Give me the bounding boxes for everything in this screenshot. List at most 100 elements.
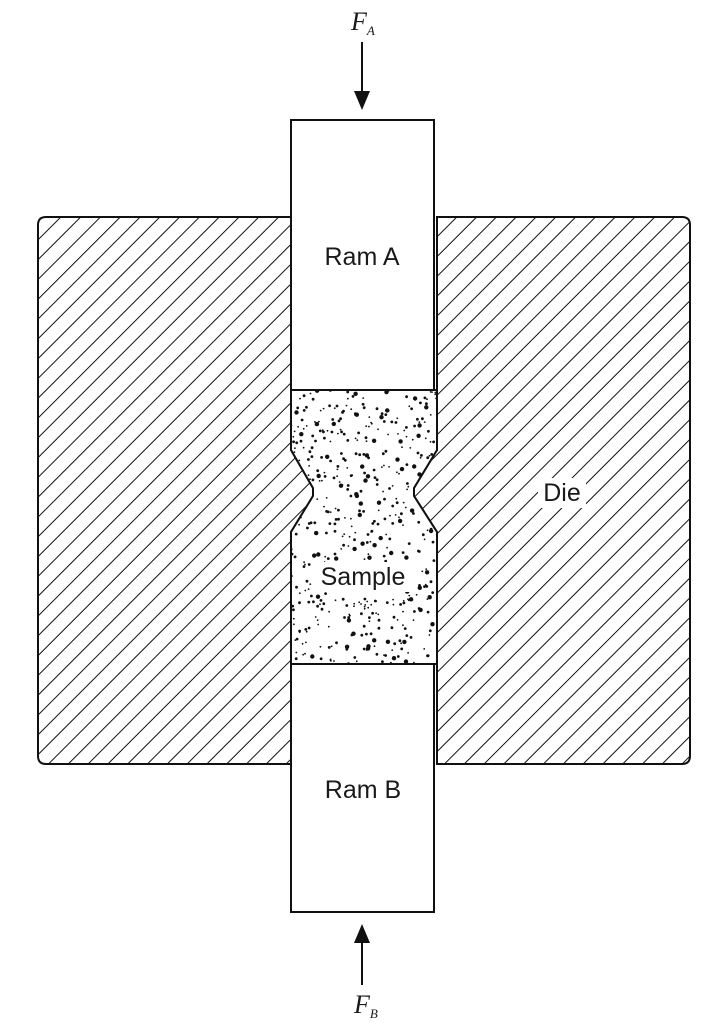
speckle <box>358 453 362 457</box>
die <box>37 216 691 765</box>
speckle <box>406 488 408 491</box>
force-a-arrow <box>354 42 370 110</box>
speckle <box>331 421 336 427</box>
speckle <box>426 456 430 460</box>
speckle <box>400 647 404 651</box>
speckle <box>431 540 435 544</box>
speckle <box>300 516 302 519</box>
speckle <box>328 610 330 613</box>
speckle <box>377 613 380 616</box>
speckle <box>338 483 344 488</box>
speckle <box>291 547 293 551</box>
speckle <box>403 659 409 664</box>
speckle <box>395 497 398 500</box>
speckle <box>358 509 361 513</box>
speckle <box>366 533 370 536</box>
speckle <box>363 605 366 608</box>
speckle <box>325 454 330 459</box>
speckle <box>408 597 414 602</box>
speckle <box>409 508 415 513</box>
speckle <box>307 588 310 590</box>
sample-label-backdrop <box>312 562 416 592</box>
speckle <box>305 579 309 583</box>
speckle <box>429 580 433 584</box>
speckle <box>402 600 405 602</box>
speckle <box>363 597 367 601</box>
speckle <box>319 599 323 602</box>
speckle <box>307 626 311 630</box>
speckle <box>372 638 377 643</box>
speckle <box>390 626 394 630</box>
ram-a-body <box>290 119 435 391</box>
speckle <box>315 594 321 599</box>
speckle <box>305 425 308 427</box>
speckle <box>347 616 351 619</box>
speckle <box>326 557 330 560</box>
speckle <box>381 452 385 456</box>
speckle <box>383 517 387 521</box>
speckle <box>375 407 379 411</box>
speckle <box>355 413 359 416</box>
speckle <box>391 522 395 525</box>
speckle <box>367 555 372 560</box>
speckle <box>329 459 332 463</box>
speckle <box>393 642 397 646</box>
speckle <box>321 479 323 482</box>
speckle <box>361 402 365 406</box>
speckle <box>427 429 430 433</box>
speckle <box>294 410 299 415</box>
speckle <box>419 456 422 459</box>
speckle <box>341 535 344 538</box>
speckle <box>303 561 305 564</box>
speckle <box>295 651 298 654</box>
speckle <box>424 570 430 575</box>
speckle <box>316 469 320 473</box>
speckle <box>360 464 365 469</box>
speckle <box>398 639 402 643</box>
speckle <box>305 405 308 409</box>
speckle <box>367 553 370 556</box>
speckle <box>305 641 307 644</box>
speckle <box>319 409 322 412</box>
speckle <box>415 593 418 596</box>
speckle <box>299 432 304 437</box>
speckle <box>295 585 298 589</box>
speckle <box>402 524 404 526</box>
speckle <box>390 420 394 424</box>
speckle <box>320 456 323 459</box>
speckle <box>423 585 426 588</box>
speckle <box>304 563 306 566</box>
speckle <box>304 628 308 631</box>
speckle <box>357 512 362 518</box>
speckle <box>368 620 371 623</box>
speckle <box>369 632 373 636</box>
speckle <box>311 478 315 482</box>
speckle <box>334 599 337 602</box>
speckle <box>312 553 317 558</box>
speckle <box>358 601 361 604</box>
speckle <box>336 468 339 471</box>
speckle <box>364 453 370 458</box>
speckle <box>357 431 360 435</box>
speckle <box>338 481 341 483</box>
speckle <box>365 541 369 544</box>
speckle <box>362 406 366 410</box>
die-label: Die <box>543 479 581 507</box>
speckle <box>423 396 427 400</box>
speckle <box>306 526 309 530</box>
speckle <box>377 509 380 512</box>
speckle <box>383 497 386 501</box>
speckle <box>369 540 372 543</box>
speckle <box>435 397 437 400</box>
speckle <box>417 472 422 477</box>
speckle <box>327 646 331 649</box>
speckle <box>426 598 429 600</box>
speckle <box>412 512 415 515</box>
speckle <box>343 458 347 462</box>
speckle <box>413 424 416 428</box>
speckle <box>398 439 403 444</box>
speckle <box>397 433 399 435</box>
speckle <box>402 624 404 627</box>
speckle <box>294 657 298 661</box>
